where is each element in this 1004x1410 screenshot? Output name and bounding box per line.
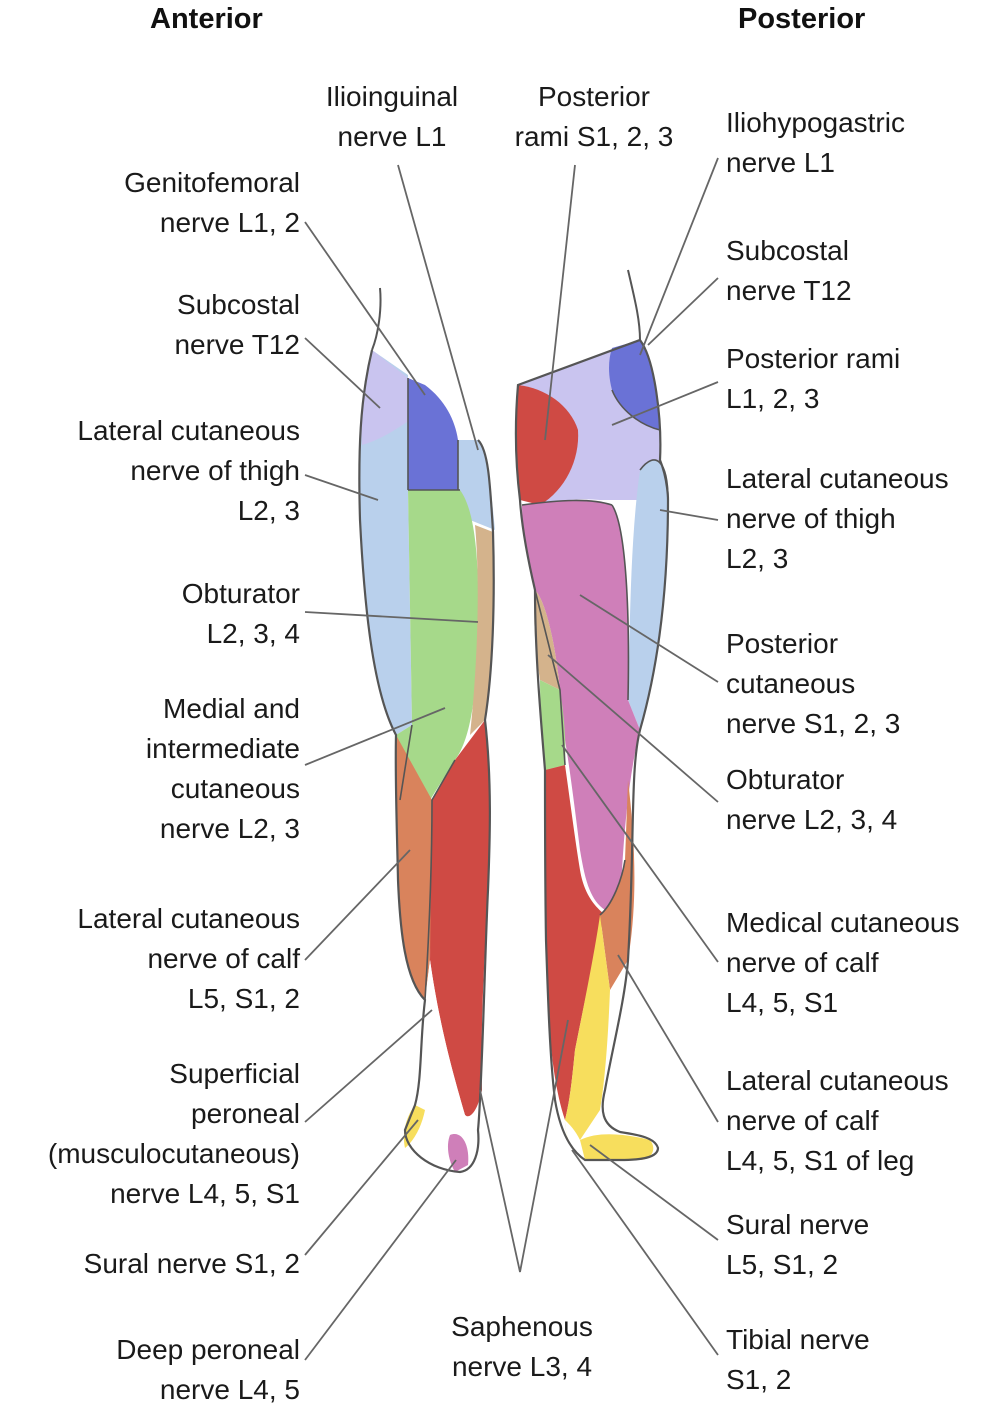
- label-posterior-rami-sacral: Posterior rami S1, 2, 3: [514, 81, 674, 152]
- label-genitofemoral: Genitofemoral nerve L1, 2: [124, 167, 300, 238]
- label-obturator-posterior: Obturator nerve L2, 3, 4: [726, 764, 898, 835]
- leader-medical-cut-calf: [561, 744, 719, 963]
- leader-superficial-peroneal: [304, 1009, 433, 1123]
- posterior-heading: Posterior: [738, 3, 866, 35]
- ant-region-genitofemoral: [408, 378, 458, 490]
- label-sural-posterior: Sural nerve L5, S1, 2: [726, 1209, 870, 1280]
- label-saphenous: Saphenous nerve L3, 4: [451, 1311, 593, 1382]
- leader-sural-ant: [304, 1119, 419, 1256]
- label-ilioinguinal: Ilioinguinal nerve L1: [325, 81, 459, 152]
- post-region-lateral-cutaneous-calf: [600, 780, 635, 990]
- post-region-medial-cutaneous-calf: [540, 680, 566, 770]
- leader-posterior-rami-l: [611, 381, 719, 426]
- leader-medial-intermediate: [304, 707, 446, 766]
- leader-genitofemoral: [304, 221, 426, 396]
- ant-region-subcostal: [361, 350, 410, 445]
- label-lateral-cutaneous-thigh-anterior: Lateral cutaneous nerve of thigh L2, 3: [77, 415, 300, 526]
- leader-saphenous: [479, 1019, 569, 1273]
- label-lateral-cutaneous-thigh-posterior: Lateral cutaneous nerve of thigh L2, 3: [726, 463, 949, 574]
- post-region-posterior-rami-s: [515, 385, 579, 505]
- post-region-iliohypogastric: [609, 340, 660, 430]
- leader-deep-peroneal: [304, 1159, 457, 1361]
- anterior-heading: Anterior: [150, 3, 263, 35]
- leader-post-cutaneous: [579, 594, 719, 683]
- leader-iliohypogastric: [639, 157, 719, 356]
- label-medial-intermediate: Medial and intermediate cutaneous nerve …: [145, 693, 300, 844]
- post-region-lateral-cutaneous-thigh: [628, 460, 668, 730]
- leader-obturator-ant: [304, 611, 479, 623]
- label-lateral-cutaneous-calf-anterior: Lateral cutaneous nerve of calf L5, S1, …: [77, 903, 300, 1014]
- ant-region-saphenous: [430, 720, 490, 1117]
- leader-ilioinguinal: [397, 164, 479, 451]
- ant-thigh-top: [371, 287, 382, 351]
- label-posterior-cutaneous: Posterior cutaneous nerve S1, 2, 3: [726, 628, 901, 739]
- post-inner-lines: [521, 389, 669, 916]
- leader-obturator-post: [547, 654, 719, 803]
- post-region-posterior-cutaneous: [522, 500, 640, 910]
- post-region-tibial-calf: [545, 765, 605, 1120]
- leader-lat-cut-thigh-post: [659, 509, 719, 521]
- post-region-sural: [565, 915, 654, 1160]
- label-medical-cutaneous-calf: Medical cutaneous nerve of calf L4, 5, S…: [726, 907, 960, 1018]
- post-leg-outline: [514, 338, 670, 1162]
- anterior-leg: [358, 287, 495, 1174]
- leader-tibial: [571, 1149, 719, 1356]
- label-iliohypogastric: Iliohypogastric nerve L1: [726, 107, 905, 178]
- label-posterior-rami-lumbar: Posterior rami L1, 2, 3: [726, 343, 901, 414]
- post-thigh-top: [627, 269, 641, 341]
- label-lateral-cutaneous-calf-posterior: Lateral cutaneous nerve of calf L4, 5, S…: [726, 1065, 949, 1176]
- label-subcostal-posterior: Subcostal nerve T12: [726, 235, 852, 306]
- label-superficial-peroneal: Superficial peroneal (musculocutaneous) …: [47, 1058, 300, 1209]
- label-obturator-anterior: Obturator L2, 3, 4: [181, 578, 300, 649]
- ant-inner-line: [399, 378, 460, 1001]
- ant-region-sural: [403, 1105, 425, 1148]
- leader-lat-cut-thigh-ant: [304, 474, 379, 501]
- leader-lines: [304, 157, 719, 1361]
- leader-lat-cut-calf-ant: [304, 849, 411, 961]
- label-sural-anterior: Sural nerve S1, 2: [83, 1248, 300, 1279]
- leader-subcostal-ant: [304, 337, 381, 409]
- post-region-heel: [565, 1120, 585, 1160]
- label-deep-peroneal: Deep peroneal nerve L4, 5: [116, 1334, 300, 1405]
- ant-region-medial-intermediate: [396, 490, 479, 800]
- leader-subcostal-post: [647, 277, 719, 346]
- ant-leg-outline: [358, 349, 495, 1174]
- posterior-leg: [514, 269, 670, 1162]
- ant-region-lateral-cutaneous-calf: [395, 735, 433, 1000]
- label-tibial: Tibial nerve S1, 2: [726, 1324, 870, 1395]
- ant-region-foot: [405, 960, 479, 1172]
- ant-region-lateral-cutaneous-thigh: [359, 350, 412, 735]
- ant-region-obturator: [470, 525, 494, 735]
- label-subcostal-anterior: Subcostal nerve T12: [174, 289, 300, 360]
- leader-posterior-rami-s: [544, 164, 576, 441]
- leader-sural-post: [589, 1144, 719, 1241]
- leader-lat-cut-calf-post: [617, 954, 719, 1123]
